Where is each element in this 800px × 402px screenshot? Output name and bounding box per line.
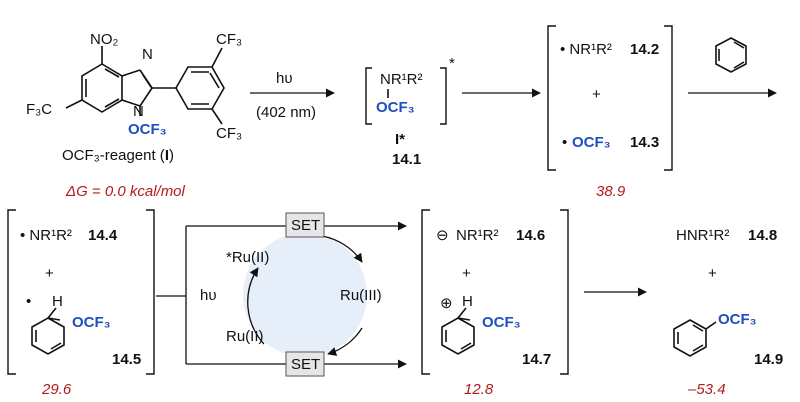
aryl-ether-structure: [673, 319, 717, 357]
left-bracket: [365, 67, 372, 125]
right-bracket: [440, 67, 447, 125]
excited-nr-label: NR¹R²: [380, 71, 423, 88]
cycle-background: [243, 233, 367, 357]
reagent-ocf3-label: OCF₃: [128, 121, 167, 138]
radical-dot: •: [562, 134, 567, 151]
reagent-energy: ΔG = 0.0 kcal/mol: [65, 183, 186, 200]
plus-sign: +: [462, 265, 471, 282]
cyclohexadienyl-cation-structure: [441, 307, 475, 355]
cycle-arrow: [321, 235, 363, 263]
left-bracket: [421, 209, 430, 375]
ru3-label: Ru(III): [340, 287, 382, 304]
anion-symbol: ⊖: [436, 227, 449, 244]
light-label: hυ: [200, 287, 217, 304]
cycle-arrow: [327, 327, 363, 356]
nitro-label: NO₂: [90, 31, 119, 48]
reagent-caption: OCF₃-reagent (I): [62, 147, 174, 164]
ocf3-radical-label: OCF₃: [572, 134, 611, 151]
compound-number: 14.9: [754, 351, 783, 368]
energy-value: 12.8: [464, 381, 494, 398]
right-bracket: [664, 25, 673, 171]
light-label: hυ: [276, 70, 293, 87]
ocf3-label: OCF₃: [72, 314, 111, 331]
f3c-label: F₃C: [26, 101, 52, 118]
ru2-label: Ru(II): [226, 328, 264, 345]
cation-symbol: ⊕: [440, 295, 453, 312]
excited-label: I*: [395, 131, 405, 148]
compound-number: 14.8: [748, 227, 777, 244]
excited-star: *: [449, 55, 455, 72]
ru-excited-label: *Ru(II): [226, 249, 269, 266]
excited-number: 14.1: [392, 151, 421, 168]
benzene-ring-icon: [715, 37, 747, 73]
plus-sign: +: [708, 265, 717, 282]
energy-value: 38.9: [596, 183, 626, 200]
hydrogen-label: H: [52, 293, 63, 310]
compound-number: 14.7: [522, 351, 551, 368]
amidyl-radical-label: • NR¹R²: [560, 41, 612, 58]
amine-label: HNR¹R²: [676, 227, 729, 244]
compound-number: 14.5: [112, 351, 141, 368]
imidazole-n1-label: N: [133, 103, 144, 120]
set-box: [285, 212, 325, 238]
compound-number: 14.6: [516, 227, 545, 244]
compound-number: 14.2: [630, 41, 659, 58]
cf3-top-label: CF₃: [216, 31, 242, 48]
hydrogen-label: H: [462, 293, 473, 310]
set-label: SET: [291, 356, 320, 373]
ocf3-label: OCF₃: [482, 314, 521, 331]
compound-number: 14.3: [630, 134, 659, 151]
radical-dot: •: [26, 293, 31, 310]
plus-sign: +: [592, 86, 601, 103]
energy-value: 29.6: [41, 381, 72, 398]
right-bracket: [146, 209, 155, 375]
plus-sign: +: [45, 265, 54, 282]
cyclohexadienyl-radical-structure: [31, 307, 65, 355]
imidazole-n-label: N: [142, 46, 153, 63]
set-label: SET: [291, 217, 320, 234]
set-box: [285, 351, 325, 377]
left-bracket: [547, 25, 556, 171]
left-bracket: [7, 209, 16, 375]
right-bracket: [560, 209, 569, 375]
cf3-right-label: CF₃: [216, 125, 242, 142]
amide-anion-label: NR¹R²: [456, 227, 499, 244]
amidyl-radical-label: • NR¹R²: [20, 227, 72, 244]
ocf3-label: OCF₃: [718, 311, 757, 328]
wavelength-label: (402 nm): [256, 104, 316, 121]
energy-value: –53.4: [687, 381, 726, 398]
excited-ocf3-label: OCF₃: [376, 99, 415, 116]
cycle-arrow: [247, 267, 265, 345]
reagent-structure: [65, 46, 225, 125]
compound-number: 14.4: [88, 227, 118, 244]
